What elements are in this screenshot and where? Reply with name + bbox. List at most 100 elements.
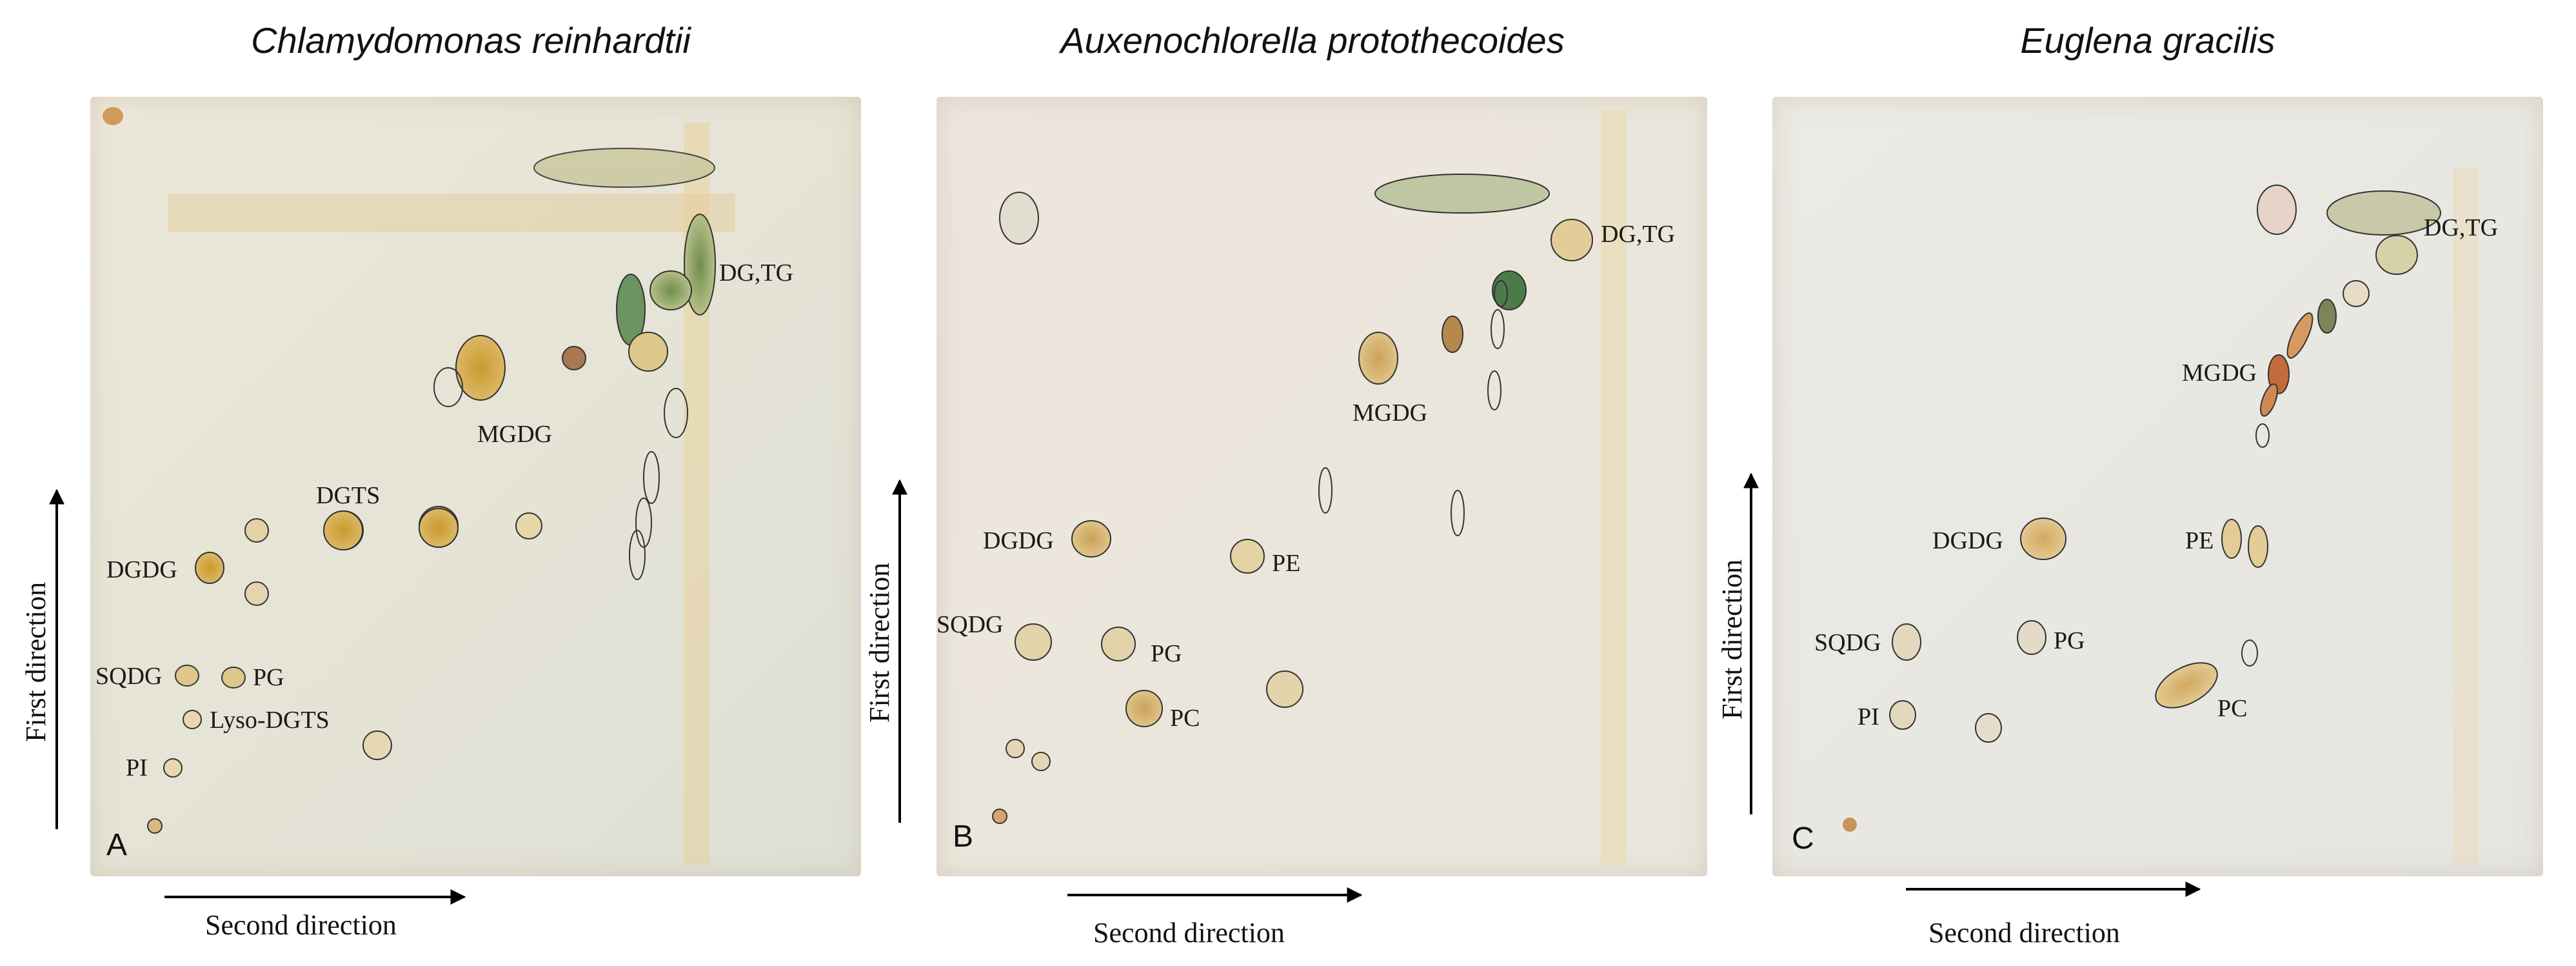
tlc-plate-c: DG,TG MGDG DGDG PE SQDG PG PI PC C <box>1772 97 2543 876</box>
spot <box>649 270 692 310</box>
spot <box>533 148 715 188</box>
spot <box>1451 490 1465 536</box>
tlc-plate-b: DG,TG MGDG DGDG PE SQDG PG PC B <box>936 97 1707 876</box>
spot <box>2155 662 2218 709</box>
spot <box>244 581 269 606</box>
tlc-plate-c-drawing: DG,TG MGDG DGDG PE SQDG PG PI PC C <box>1792 168 2498 865</box>
spot <box>2257 185 2297 235</box>
spot <box>1125 690 1163 727</box>
spot <box>2241 639 2258 667</box>
first-direction-label-a: First direction <box>20 581 52 742</box>
label-pg: PG <box>1151 640 1182 667</box>
spot <box>1015 623 1052 661</box>
spot <box>221 667 246 689</box>
spot <box>2326 190 2441 236</box>
spot <box>629 530 646 580</box>
tlc-plate-a-drawing: DG,TG MGDG DGTS DGDG SQDG PG Lyso-DGTS P… <box>95 107 793 865</box>
panel-b-title: Auxenochlorella protothecoides <box>1060 20 1565 61</box>
spot <box>1071 520 1111 558</box>
spot <box>419 508 459 548</box>
spot <box>195 552 224 584</box>
spot <box>1551 219 1593 261</box>
spot <box>1975 713 2002 743</box>
spot <box>1031 752 1051 771</box>
label-pe: PE <box>1272 550 1300 577</box>
spot <box>2317 299 2337 334</box>
spot <box>1266 670 1303 708</box>
label-pi: PI <box>126 754 148 781</box>
spot <box>1892 623 1921 661</box>
origin-mark <box>103 107 123 125</box>
label-dg-tg: DG,TG <box>2424 214 2498 241</box>
spot <box>362 730 392 760</box>
tlc-plate-b-drawing: DG,TG MGDG DGDG PE SQDG PG PC B <box>936 110 1675 865</box>
spot <box>2260 383 2278 417</box>
tlc-plate-a: DG,TG MGDG DGTS DGDG SQDG PG Lyso-DGTS P… <box>90 97 861 876</box>
spot <box>455 335 506 401</box>
spot <box>635 498 652 548</box>
spot <box>244 518 269 543</box>
spot <box>147 818 163 834</box>
spot <box>1006 739 1025 758</box>
label-dg-tg: DG,TG <box>719 259 793 287</box>
spot <box>323 510 363 550</box>
spot <box>2020 518 2066 560</box>
spot <box>2286 312 2313 359</box>
spot <box>1442 316 1463 353</box>
second-direction-label-a: Second direction <box>205 909 397 941</box>
first-direction-label-c: First direction <box>1716 559 1748 719</box>
label-pe: PE <box>2185 527 2214 554</box>
label-pc: PC <box>2217 695 2247 722</box>
label-mgdg: MGDG <box>2182 359 2257 387</box>
spot <box>1889 700 1916 730</box>
panel-c-title: Euglena gracilis <box>2020 20 2275 61</box>
first-direction-label-b: First direction <box>864 562 895 723</box>
spot <box>999 192 1039 245</box>
spot <box>175 665 199 687</box>
spot <box>163 758 183 778</box>
spot <box>515 512 542 539</box>
label-dgdg: DGDG <box>106 556 177 583</box>
label-pg: PG <box>2054 627 2085 654</box>
spot <box>1491 309 1505 349</box>
spot <box>433 367 463 407</box>
spot <box>628 332 668 372</box>
panel-letter-a: A <box>106 828 127 862</box>
spot <box>2248 525 2268 568</box>
spot <box>1101 627 1136 661</box>
spot <box>684 214 716 316</box>
panel-letter-c: C <box>1792 821 1814 856</box>
label-dgdg: DGDG <box>1932 527 2003 554</box>
spot <box>1487 370 1501 410</box>
panel-a-title: Chlamydomonas reinhardtii <box>251 20 691 61</box>
second-direction-label-c: Second direction <box>1928 917 2120 949</box>
label-dgdg: DGDG <box>983 527 1054 554</box>
spot <box>664 388 688 438</box>
spot <box>562 346 586 370</box>
label-sqdg: SQDG <box>1814 629 1881 656</box>
spot <box>1230 539 1265 574</box>
spot <box>992 809 1007 824</box>
spot <box>2017 620 2046 655</box>
spot <box>2343 280 2370 307</box>
spot <box>643 451 660 504</box>
label-pc: PC <box>1170 705 1200 732</box>
spot <box>2255 423 2270 448</box>
label-dg-tg: DG,TG <box>1601 221 1675 248</box>
label-pi: PI <box>1858 703 1879 730</box>
label-lyso-dgts: Lyso-DGTS <box>210 707 330 734</box>
label-pg: PG <box>253 664 284 691</box>
spot <box>2221 519 2242 559</box>
origin-mark <box>1843 818 1857 832</box>
label-mgdg: MGDG <box>1352 399 1427 427</box>
second-direction-label-b: Second direction <box>1093 917 1285 949</box>
spot <box>2375 235 2418 275</box>
label-sqdg: SQDG <box>936 611 1003 638</box>
spot <box>1358 332 1398 385</box>
label-sqdg: SQDG <box>95 663 162 690</box>
spot <box>183 710 202 729</box>
label-mgdg: MGDG <box>477 421 552 448</box>
spot <box>1494 280 1508 307</box>
spot <box>1374 174 1550 214</box>
